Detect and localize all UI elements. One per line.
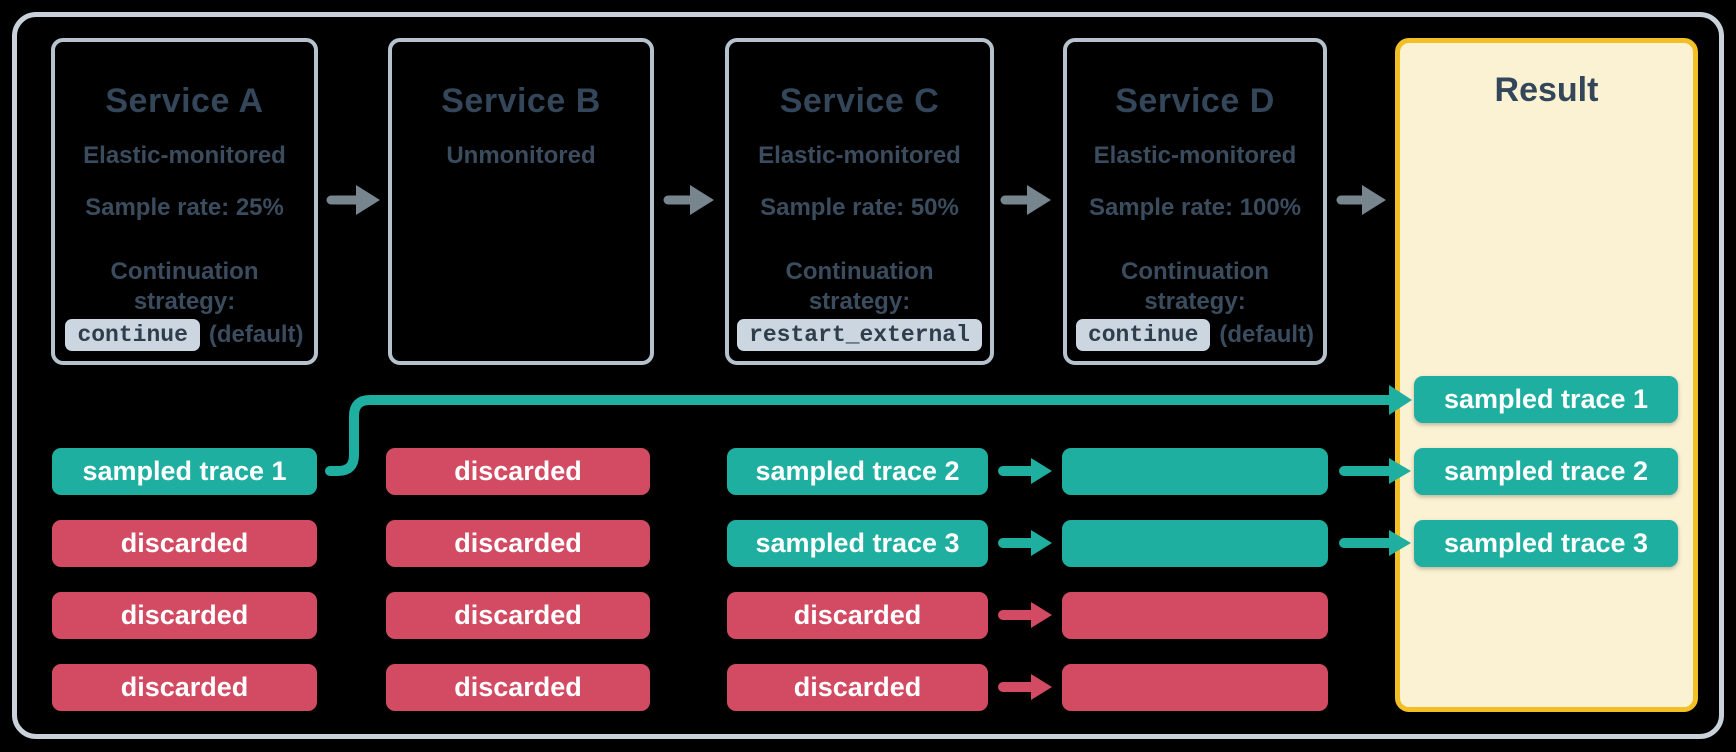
continuation-strategy-label: Continuation [785, 258, 934, 285]
continuation-strategy-label: strategy: [133, 288, 236, 315]
diagram-outer-frame [12, 12, 1724, 739]
trace-pill: discarded [386, 592, 650, 639]
strategy-code-badge: continue [65, 319, 200, 351]
service-monitoring-status: Unmonitored [446, 142, 596, 169]
service-title: Service B [441, 82, 601, 120]
trace-pill [1062, 448, 1328, 495]
trace-pill [1062, 664, 1328, 711]
trace-pill: discarded [386, 664, 650, 711]
trace-pill: sampled trace 2 [727, 448, 988, 495]
continuation-strategy-label: strategy: [808, 288, 911, 315]
trace-pill: discarded [52, 592, 317, 639]
service-monitoring-status: Elastic-monitored [758, 142, 961, 169]
service-title: Service C [779, 82, 940, 120]
trace-pill: discarded [727, 592, 988, 639]
service-sample-rate: Sample rate: 100% [1088, 194, 1302, 221]
continuation-strategy-label: Continuation [110, 258, 259, 285]
service-sample-rate: Sample rate: 25% [85, 194, 284, 221]
service-monitoring-status: Elastic-monitored [1093, 142, 1297, 169]
trace-pill [1062, 520, 1328, 567]
service-title: Service A [105, 82, 264, 120]
trace-pill: sampled trace 1 [52, 448, 317, 495]
service-box-d: Service D Elastic-monitored Sample rate:… [1063, 38, 1327, 365]
trace-pill: discarded [727, 664, 988, 711]
trace-pill [1062, 592, 1328, 639]
service-sample-rate: Sample rate: 50% [760, 194, 959, 221]
trace-pill: discarded [386, 448, 650, 495]
strategy-default-note: (default) [208, 321, 304, 348]
strategy-code-badge: continue [1075, 319, 1211, 351]
result-trace-pill: sampled trace 3 [1414, 520, 1678, 567]
strategy-code-badge: restart_external [737, 319, 982, 351]
trace-pill: discarded [52, 520, 317, 567]
result-trace-pill: sampled trace 2 [1414, 448, 1678, 495]
result-title: Result [1494, 71, 1599, 109]
strategy-value-row: restart_external [729, 319, 990, 351]
service-box-a: Service A Elastic-monitored Sample rate:… [51, 38, 318, 365]
result-trace-pill: sampled trace 1 [1414, 376, 1678, 423]
continuation-strategy-label: strategy: [1144, 288, 1246, 315]
service-box-b: Service B Unmonitored [388, 38, 654, 365]
trace-pill: discarded [52, 664, 317, 711]
trace-pill: sampled trace 3 [727, 520, 988, 567]
strategy-default-note: (default) [1219, 321, 1315, 348]
strategy-value-row: continue (default) [55, 319, 314, 351]
trace-pill: discarded [386, 520, 650, 567]
result-box: Result [1395, 38, 1698, 712]
service-title: Service D [1115, 82, 1275, 120]
strategy-value-row: continue (default) [1067, 319, 1323, 351]
service-monitoring-status: Elastic-monitored [83, 142, 286, 169]
continuation-strategy-label: Continuation [1121, 258, 1269, 285]
service-box-c: Service C Elastic-monitored Sample rate:… [725, 38, 994, 365]
